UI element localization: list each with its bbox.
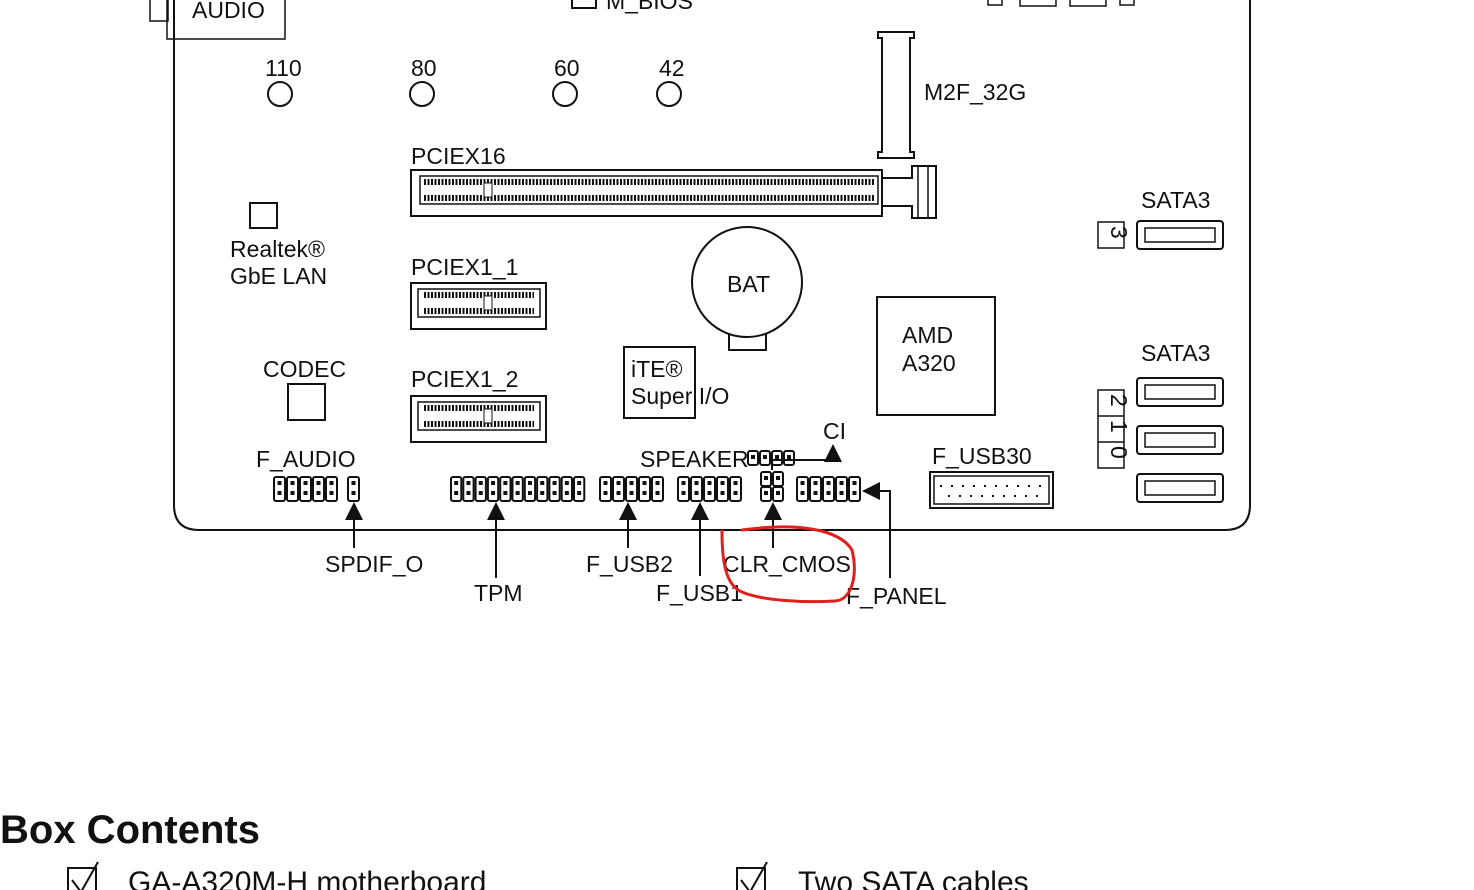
ite-super-io-chip: iTE® Super I/O [623, 346, 729, 419]
m2-length-42: 42 [659, 55, 685, 81]
f-audio-header [273, 476, 338, 502]
f-usb30-header: F_USB30 [929, 443, 1054, 509]
m-bios-label: M_BIOS [606, 0, 693, 14]
amd-label: AMD [902, 322, 953, 348]
sata3-top-label: SATA3 [1141, 187, 1210, 213]
audio-label: AUDIO [192, 0, 265, 23]
a320-label: A320 [902, 350, 956, 376]
sata3-port2-number: 2 [1106, 394, 1132, 407]
m2-standoffs: 110 80 60 42 [265, 55, 685, 107]
spdif-o-label: SPDIF_O [325, 551, 423, 577]
f-usb2-label: F_USB2 [586, 551, 673, 577]
callout-arrows [345, 444, 891, 578]
tpm-header [450, 476, 586, 502]
ci-header [760, 471, 784, 487]
pciex1-1-label: PCIEX1_1 [411, 254, 518, 280]
f-usb1-label: F_USB1 [656, 580, 743, 606]
amd-a320-chipset: AMD A320 [876, 296, 996, 416]
box-contents-title: Box Contents [0, 808, 260, 852]
m2-length-80: 80 [411, 55, 437, 81]
tpm-label: TPM [474, 580, 523, 606]
sata3-port3-number: 3 [1106, 226, 1132, 239]
box-contents-item: Two SATA cables [736, 861, 1029, 890]
box-item-label: GA-A320M-H motherboard [128, 866, 486, 890]
ci-label: CI [823, 418, 846, 444]
f-usb1-header [677, 476, 742, 502]
sata3-bottom-label: SATA3 [1141, 340, 1210, 366]
clr-cmos-highlight-circle [720, 525, 856, 604]
sata3-port0-number: 0 [1106, 446, 1132, 459]
gbe-lan-label: GbE LAN [230, 263, 327, 289]
pciex16-slot: PCIEX16 [410, 143, 937, 219]
battery: BAT [691, 226, 803, 351]
box-contents-item: GA-A320M-H motherboard [67, 861, 486, 890]
speaker-header [747, 450, 795, 466]
sata3-port1-number: 1 [1106, 420, 1132, 433]
ite-label: iTE® [631, 356, 683, 382]
pciex1-2-label: PCIEX1_2 [411, 366, 518, 392]
f-audio-label: F_AUDIO [256, 446, 356, 472]
realtek-label: Realtek® [230, 236, 325, 262]
checkbox-icon [67, 867, 97, 890]
f-usb2-header [599, 476, 664, 502]
f-panel-label: F_PANEL [846, 583, 947, 609]
checkmark-icon [71, 861, 99, 890]
sata3-ports-0-2: SATA3 2 1 0 [1097, 340, 1224, 503]
audio-jack [166, 0, 286, 40]
f-panel-header [796, 476, 861, 502]
box-item-label: Two SATA cables [798, 866, 1029, 890]
m-bios-chip [571, 0, 597, 9]
pciex1-1-slot: PCIEX1_1 [410, 254, 547, 330]
bat-label: BAT [727, 271, 770, 297]
board-outline [173, 0, 1251, 531]
pin-headers [273, 450, 861, 502]
m2-length-60: 60 [554, 55, 580, 81]
m2f-label: M2F_32G [924, 79, 1026, 105]
checkmark-icon [740, 861, 768, 890]
m2f-slot: M2F_32G [877, 31, 1026, 159]
clr-cmos-label: CLR_CMOS [723, 551, 851, 577]
codec-chip: CODEC [263, 356, 346, 421]
realtek-lan-chip: Realtek® GbE LAN [230, 202, 327, 289]
rear-io-partial [987, 0, 1135, 7]
speaker-label: SPEAKER [640, 446, 749, 472]
sata3-port-3: SATA3 3 [1097, 187, 1224, 250]
audio-jack-outline [149, 0, 169, 22]
checkbox-icon [736, 867, 766, 890]
clr-cmos-header [760, 486, 784, 502]
pciex1-2-slot: PCIEX1_2 [410, 366, 547, 443]
m2-length-110: 110 [265, 55, 302, 81]
spdif-o-header [347, 476, 360, 502]
f-usb30-label: F_USB30 [932, 443, 1032, 469]
codec-label: CODEC [263, 356, 346, 382]
pciex16-label: PCIEX16 [411, 143, 506, 169]
super-io-label: Super I/O [631, 383, 729, 409]
